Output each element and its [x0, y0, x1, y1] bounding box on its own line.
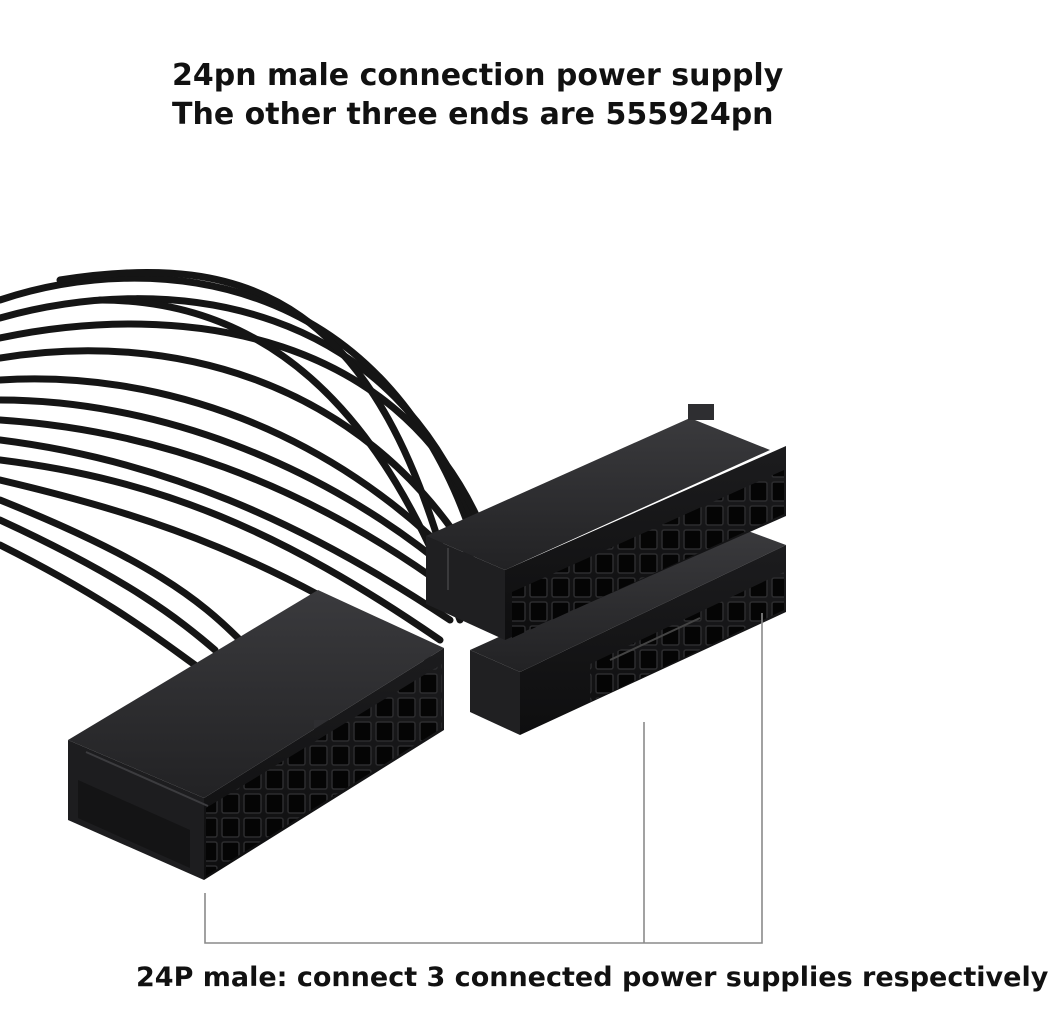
top-caption-line-2: The other three ends are 555924pn [172, 97, 774, 132]
top-caption-line-1: 24pn male connection power supply [172, 58, 784, 93]
product-photo [0, 268, 786, 944]
top-caption: 24pn male connection power supply The ot… [172, 56, 783, 134]
connector-back-right [470, 528, 786, 735]
connector-front [68, 590, 444, 880]
leader-lines [204, 613, 763, 944]
wire-bundle [0, 268, 494, 669]
bottom-caption: 24P male: connect 3 connected power supp… [136, 962, 1048, 993]
connector-back-top [426, 404, 786, 640]
